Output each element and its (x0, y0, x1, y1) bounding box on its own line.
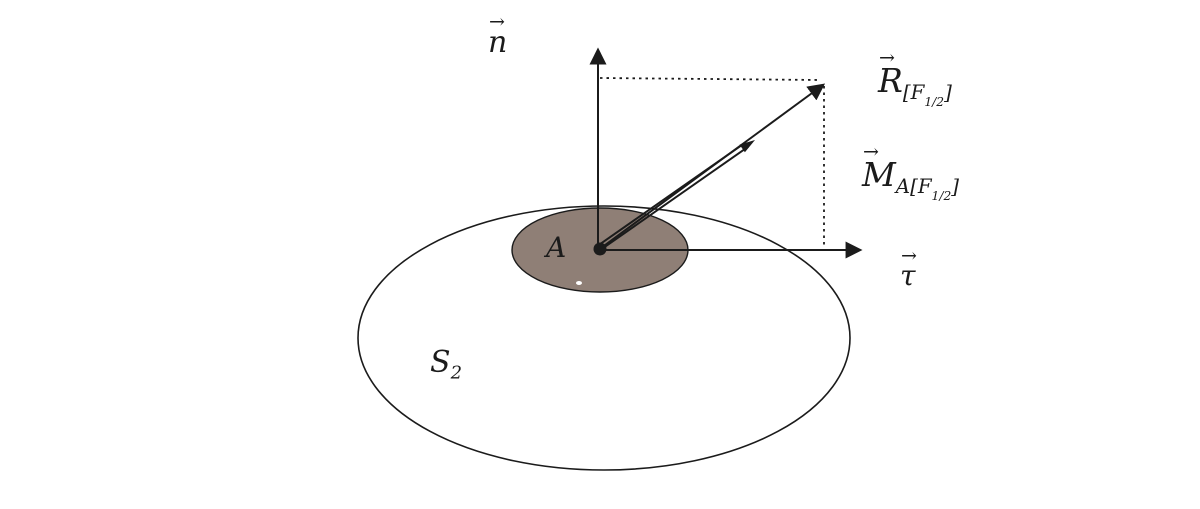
label-R-letter: R (878, 61, 903, 100)
label-normal-axis: →n (488, 13, 508, 60)
label-point-A: A (546, 231, 567, 264)
label-R-sub-close: ] (944, 80, 952, 104)
moment-vector-line-2 (599, 141, 747, 246)
label-n-letter: n (488, 25, 508, 60)
label-resultant-force: →R [F1/2] (878, 49, 952, 109)
moment-vector-line-1 (601, 145, 749, 250)
moment-vector-arrowhead (739, 140, 755, 153)
label-M-sub-A: A (895, 174, 911, 198)
label-M-sub-open: [ (910, 174, 918, 198)
label-M-sub-F: F (917, 174, 932, 198)
vector-arrow-icon: → (863, 141, 879, 163)
surface-s2-ellipse (357, 205, 851, 471)
label-M-sub-close: ] (951, 174, 960, 198)
label-moment: →M A[F1/2] (862, 143, 960, 203)
point-A-dot (593, 242, 607, 256)
label-tangent-axis: →τ (900, 247, 917, 292)
label-R-sub-open: [ (902, 80, 911, 104)
label-R-sub-frac: 1/2 (924, 94, 945, 109)
label-S-subscript: 2 (450, 362, 463, 384)
highlight-speck (576, 281, 582, 285)
projection-dotted-horizontal (599, 77, 821, 81)
label-S-letter: S (430, 345, 451, 380)
label-M-letter: M (862, 155, 896, 194)
label-tau-letter: τ (900, 259, 916, 292)
label-surface-S2: S2 (430, 348, 462, 382)
label-M-sub-frac: 1/2 (931, 188, 952, 203)
vector-arrow-icon: → (901, 245, 917, 267)
label-R-sub-F: F (910, 80, 925, 104)
vector-arrow-icon: → (879, 47, 895, 69)
vector-arrow-icon: → (489, 11, 505, 33)
